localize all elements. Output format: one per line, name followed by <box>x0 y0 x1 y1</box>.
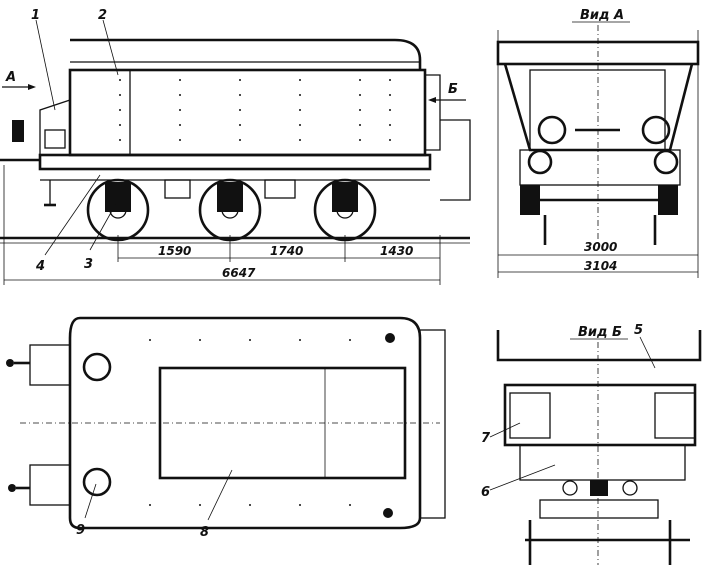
dim-1430: 1430 <box>380 244 413 258</box>
view-a-title: Вид А <box>580 8 624 23</box>
filler-hatch-1 <box>82 352 112 382</box>
callout-1: 1 <box>31 8 40 23</box>
top-view: 9 8 <box>6 316 446 540</box>
tender-body <box>68 68 427 157</box>
callout-4: 4 <box>35 259 45 274</box>
callout-2: 2 <box>98 8 107 23</box>
view-b: Вид Б 5 6 7 <box>481 323 702 565</box>
callout-9-leader <box>84 483 97 519</box>
underframe <box>38 153 432 171</box>
arrow-b-label: Б <box>448 82 458 97</box>
dim-3000: 3000 <box>584 240 617 254</box>
callout-8-leader <box>207 469 233 521</box>
dim-1590: 1590 <box>158 244 191 258</box>
callout-7: 7 <box>481 431 491 446</box>
view-a: Вид А 3000 3104 <box>496 8 700 278</box>
callout-6-leader <box>489 464 556 491</box>
view-b-tank <box>503 383 697 447</box>
coal-bunker-top <box>70 38 422 70</box>
dim-1740: 1740 <box>270 244 303 258</box>
filler-hatch-2 <box>82 467 112 497</box>
callout-9: 9 <box>76 523 85 538</box>
callout-2-leader <box>102 19 119 76</box>
view-b-title: Вид Б <box>578 325 622 340</box>
callout-3: 3 <box>84 257 93 272</box>
callout-1-leader <box>35 19 56 111</box>
callout-3-leader <box>89 199 119 251</box>
wheelset-1 <box>86 178 150 242</box>
callout-8: 8 <box>200 525 209 540</box>
wheelset-3 <box>313 178 377 242</box>
callout-7-leader <box>489 422 521 438</box>
arrow-a-label: A <box>5 70 16 85</box>
dim-6647: 6647 <box>222 266 256 280</box>
top-view-outline <box>68 316 422 530</box>
callout-6: 6 <box>481 485 490 500</box>
callout-5: 5 <box>634 323 643 338</box>
dim-3104: 3104 <box>584 259 617 273</box>
side-view: 1 2 3 4 A Б 1590 1740 1430 6647 <box>0 8 471 285</box>
callout-5-leader <box>639 336 656 369</box>
callout-4-leader <box>44 174 101 256</box>
wheelset-2 <box>198 178 262 242</box>
